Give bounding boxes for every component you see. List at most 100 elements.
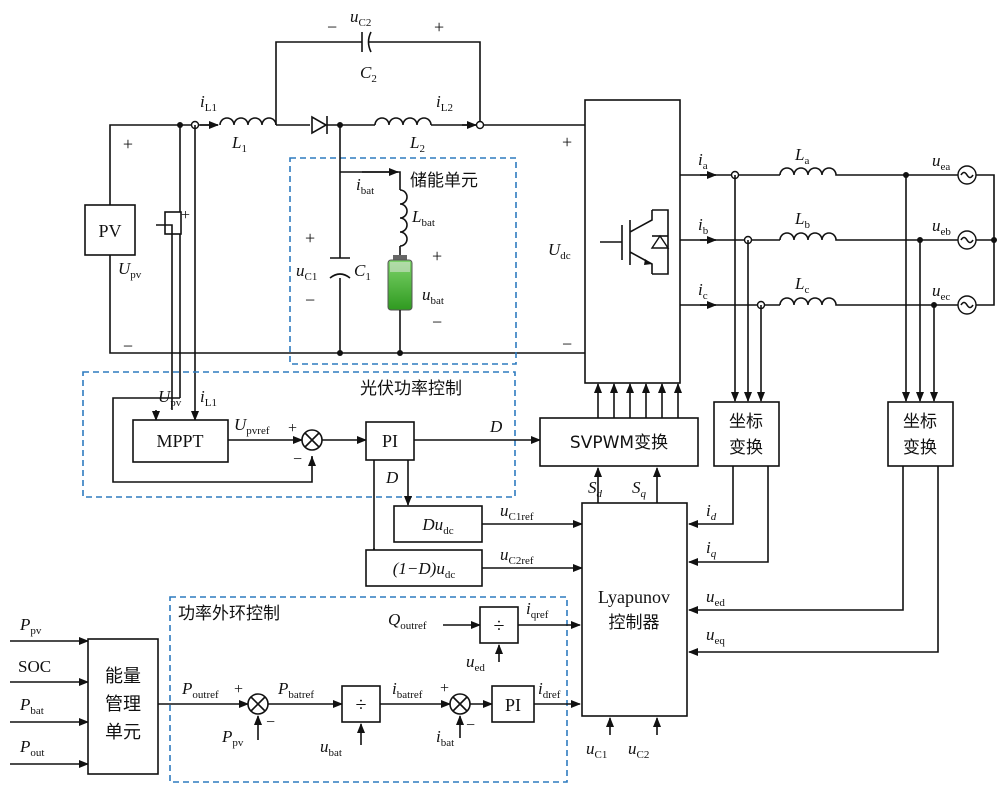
svg-text:Lyapunov: Lyapunov bbox=[598, 587, 670, 607]
ubat2-label: ubat bbox=[320, 737, 342, 759]
ic-label: ic bbox=[698, 280, 708, 302]
uc1-input-label: uC1 bbox=[586, 739, 607, 761]
svg-text:PI: PI bbox=[505, 695, 521, 715]
svg-text:SVPWM变换: SVPWM变换 bbox=[570, 433, 668, 453]
svpwm-block: SVPWM变换 bbox=[539, 417, 699, 467]
inductor-lc bbox=[779, 297, 958, 306]
voltage-sensor bbox=[156, 211, 182, 410]
idref-label: idref bbox=[538, 679, 561, 701]
ppv-input-label: Ppv bbox=[19, 615, 42, 637]
iq-feedback bbox=[688, 466, 769, 566]
d-output-label: D bbox=[489, 417, 503, 436]
d-udc-block: Dudc bbox=[393, 505, 483, 543]
svg-text:÷: ÷ bbox=[356, 694, 367, 716]
junction-node bbox=[475, 120, 485, 130]
junction-dot bbox=[337, 350, 343, 356]
c2-plus: + bbox=[434, 17, 444, 37]
lyapunov-controller: Lyapunov 控制器 bbox=[581, 502, 688, 717]
inductor-l2 bbox=[374, 117, 432, 126]
grid-source-b bbox=[957, 230, 977, 250]
uea-label: uea bbox=[932, 151, 950, 173]
svg-text:控制器: 控制器 bbox=[609, 613, 660, 633]
qoutref-label: Qoutref bbox=[388, 610, 427, 632]
ueb-label: ueb bbox=[932, 216, 951, 238]
d-tap-label: D bbox=[385, 468, 399, 487]
coordinate-transform-left: 坐标 变换 bbox=[713, 401, 780, 467]
uc1-label: uC1 bbox=[296, 261, 317, 283]
pv-source: PV bbox=[84, 204, 136, 256]
uc2-label: uC2 bbox=[350, 7, 371, 29]
svg-text:÷: ÷ bbox=[494, 615, 505, 637]
inverter-block bbox=[584, 99, 681, 384]
pi-block-1: PI bbox=[365, 421, 415, 461]
power-outer-loop-title: 功率外环控制 bbox=[178, 604, 280, 624]
uc1ref-label: uC1ref bbox=[500, 501, 534, 523]
coordinate-transform-right: 坐标 变换 bbox=[887, 401, 954, 467]
pout-input-label: Pout bbox=[19, 737, 44, 759]
uec-label: uec bbox=[932, 281, 950, 303]
svg-text:PI: PI bbox=[382, 431, 398, 451]
soc-input-label: SOC bbox=[18, 657, 51, 676]
power-outer-loop-region bbox=[169, 596, 568, 783]
upvref-label: Upvref bbox=[234, 415, 270, 437]
sum1-plus: + bbox=[288, 420, 297, 437]
uc2-input-label: uC2 bbox=[628, 739, 649, 761]
junction-dot bbox=[397, 350, 403, 356]
sensor-plus: + bbox=[181, 207, 190, 224]
svg-text:坐标: 坐标 bbox=[729, 412, 763, 432]
c2-minus: − bbox=[327, 17, 337, 37]
id-label: id bbox=[706, 501, 717, 523]
lc-label: Lc bbox=[794, 274, 809, 296]
energy-management-unit: 能量 管理 单元 bbox=[87, 638, 159, 775]
sum1-minus: − bbox=[293, 451, 302, 468]
svg-text:(1−D)udc: (1−D)udc bbox=[393, 559, 456, 581]
svg-text:变换: 变换 bbox=[729, 438, 763, 458]
pv-voltage-label: Upv bbox=[118, 259, 142, 281]
udc-label: Udc bbox=[548, 240, 571, 262]
pv-power-control-title: 光伏功率控制 bbox=[360, 379, 462, 399]
sum2-minus: − bbox=[266, 714, 275, 731]
divider-bat: ÷ bbox=[341, 685, 381, 723]
ppv2-label: Ppv bbox=[221, 727, 244, 749]
svg-text:坐标: 坐标 bbox=[903, 412, 937, 432]
inductor-lbat bbox=[399, 189, 408, 247]
iq-label: iq bbox=[706, 538, 717, 560]
dc-plus: + bbox=[562, 132, 572, 152]
one-minus-d-udc-block: (1−D)udc bbox=[365, 549, 483, 587]
svg-text:管理: 管理 bbox=[105, 694, 141, 715]
sum3-plus: + bbox=[440, 680, 449, 697]
diode bbox=[311, 115, 328, 135]
sum-junction-2 bbox=[247, 693, 269, 715]
lbat-label: Lbat bbox=[411, 207, 435, 229]
svg-text:PV: PV bbox=[98, 221, 121, 241]
svg-text:Dudc: Dudc bbox=[421, 515, 453, 537]
il2-label: iL2 bbox=[436, 92, 453, 114]
pv-minus-sign: − bbox=[123, 336, 133, 356]
sum-junction-3 bbox=[449, 693, 471, 715]
junction-dot bbox=[991, 237, 997, 243]
inductor-lb bbox=[779, 232, 958, 241]
ueq-feedback bbox=[688, 466, 939, 656]
mppt-upv-label: Upv bbox=[158, 387, 182, 409]
upv-feedback-wire bbox=[112, 397, 313, 483]
lb-label: Lb bbox=[794, 209, 810, 231]
sum-junction-1 bbox=[301, 429, 323, 451]
il1-label: iL1 bbox=[200, 92, 217, 114]
ia-label: ia bbox=[698, 150, 708, 172]
ibat2-label: ibat bbox=[436, 727, 454, 749]
c1-minus: − bbox=[305, 290, 315, 310]
ued-input-label: ued bbox=[466, 652, 485, 674]
sq-label: Sq bbox=[632, 478, 647, 500]
ibat-label: ibat bbox=[356, 175, 374, 197]
la-label: La bbox=[794, 145, 809, 167]
inductor-la bbox=[779, 167, 958, 176]
pi-block-2: PI bbox=[491, 685, 535, 723]
sd-label: Sd bbox=[588, 478, 603, 500]
svg-text:能量: 能量 bbox=[105, 666, 141, 687]
uc2ref-label: uC2ref bbox=[500, 545, 534, 567]
divider-q: ÷ bbox=[479, 606, 519, 644]
iqref-label: iqref bbox=[526, 599, 549, 621]
ibatref-label: ibatref bbox=[392, 679, 423, 701]
c2-label: C2 bbox=[360, 63, 377, 85]
